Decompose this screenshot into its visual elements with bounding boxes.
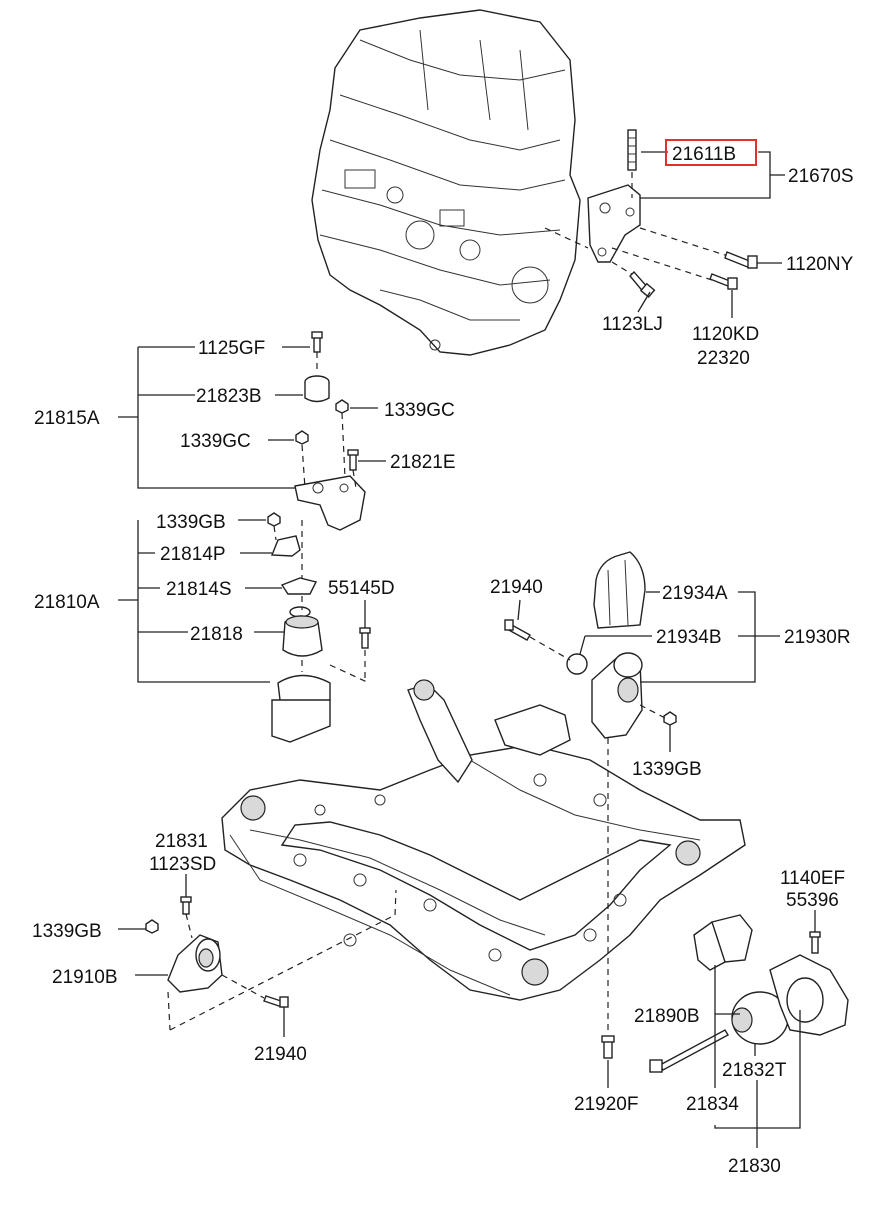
part-labels: 21611B 21670S 1120NY 1123LJ 1120KD 22320… <box>32 144 854 1177</box>
label-21810A[interactable]: 21810A <box>34 592 100 613</box>
label-21920F[interactable]: 21920F <box>574 1094 638 1115</box>
label-1339GB-right[interactable]: 1339GB <box>632 759 702 780</box>
label-1123SD[interactable]: 1123SD <box>149 854 216 875</box>
label-21910B[interactable]: 21910B <box>52 967 118 988</box>
label-1120NY[interactable]: 1120NY <box>786 254 854 275</box>
mount-assembly-21830 <box>601 914 849 1073</box>
mount-assembly-21815A <box>294 331 366 531</box>
label-21815A[interactable]: 21815A <box>34 408 100 429</box>
label-1140EF[interactable]: 1140EF <box>780 868 845 889</box>
label-21818[interactable]: 21818 <box>190 624 243 645</box>
label-1120KD[interactable]: 1120KD <box>692 324 759 345</box>
label-21814S[interactable]: 21814S <box>166 579 232 600</box>
label-55396[interactable]: 55396 <box>786 890 839 911</box>
subframe-crossmember <box>221 679 746 1030</box>
label-1339GB-upper[interactable]: 1339GB <box>156 512 226 533</box>
label-21814P[interactable]: 21814P <box>160 544 226 565</box>
label-1339GC-mid[interactable]: 1339GC <box>180 431 251 452</box>
label-1123LJ[interactable]: 1123LJ <box>602 314 663 335</box>
label-21670S[interactable]: 21670S <box>788 166 854 187</box>
label-21930R[interactable]: 21930R <box>784 627 851 648</box>
label-22320[interactable]: 22320 <box>697 348 750 369</box>
label-21832T[interactable]: 21832T <box>722 1060 787 1081</box>
label-21830[interactable]: 21830 <box>728 1156 781 1177</box>
label-21611B[interactable]: 21611B <box>672 144 736 165</box>
label-21890B[interactable]: 21890B <box>634 1006 700 1027</box>
label-21934B[interactable]: 21934B <box>656 627 722 648</box>
label-1339GC-top[interactable]: 1339GC <box>384 400 455 421</box>
mount-assembly-21910B <box>145 889 397 1031</box>
label-21821E[interactable]: 21821E <box>390 452 456 473</box>
label-21934A[interactable]: 21934A <box>662 583 728 604</box>
label-21831[interactable]: 21831 <box>155 831 208 852</box>
leader-lines <box>118 151 816 1148</box>
label-21940-bottom[interactable]: 21940 <box>254 1044 307 1065</box>
mount-assembly-21810A <box>267 512 371 743</box>
label-21823B[interactable]: 21823B <box>196 386 262 407</box>
label-21940-top[interactable]: 21940 <box>490 577 543 598</box>
label-1125GF[interactable]: 1125GF <box>198 338 265 359</box>
label-21834[interactable]: 21834 <box>686 1094 739 1115</box>
highlighted-part-box <box>665 139 757 166</box>
mount-assembly-21930R <box>504 551 677 739</box>
label-55145D[interactable]: 55145D <box>328 578 395 599</box>
engine-block <box>311 9 581 356</box>
engine-bracket-21670S <box>544 129 758 299</box>
label-1339GB-left[interactable]: 1339GB <box>32 921 102 942</box>
